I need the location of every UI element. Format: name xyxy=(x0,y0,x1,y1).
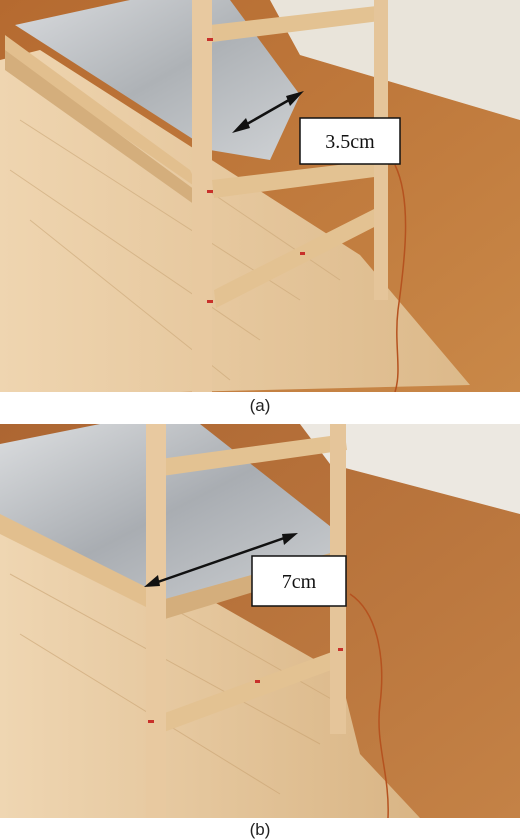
photo-panel-b: 7cm xyxy=(0,424,520,818)
base-board xyxy=(0,514,420,818)
red-thread-marks xyxy=(207,38,305,303)
post-front xyxy=(192,0,212,392)
wall xyxy=(300,424,520,514)
cross-bar-middle xyxy=(212,160,382,198)
red-thread-marks xyxy=(148,648,343,723)
upper-rail xyxy=(5,35,200,190)
measurement-box: 3.5cm xyxy=(299,117,401,165)
foil-strip xyxy=(15,0,300,160)
upper-rail xyxy=(0,514,150,609)
wall xyxy=(270,0,520,120)
measurement-label: 7cm xyxy=(282,571,317,593)
copper-wire xyxy=(349,593,389,818)
photo-panel-a: 3.5cm xyxy=(0,0,520,392)
cross-bar-top xyxy=(210,5,388,42)
measurement-label: 3.5cm xyxy=(325,131,375,153)
post-front xyxy=(146,424,166,818)
cross-bar-lower xyxy=(214,205,384,308)
cross-bar-lower xyxy=(162,649,342,732)
measurement-arrow xyxy=(232,91,304,133)
balsa-rack-photo-a: 3.5cm xyxy=(0,0,520,392)
copper-wire xyxy=(394,164,407,392)
caption-b: (b) xyxy=(249,820,271,839)
caption-a: (a) xyxy=(249,396,271,415)
balsa-rack-photo-b: 7cm xyxy=(0,424,520,818)
lower-rail xyxy=(5,50,195,205)
measurement-arrow xyxy=(144,533,298,587)
cross-bar-top xyxy=(160,434,347,476)
measurement-box: 7cm xyxy=(251,555,347,607)
